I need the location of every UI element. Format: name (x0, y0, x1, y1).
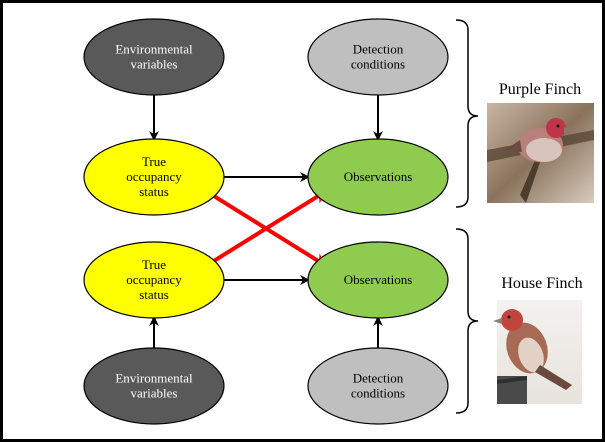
purple-finch-brace (455, 19, 479, 208)
occupancy-status-node-bottom-label: status (139, 287, 169, 302)
observations-node-bottom: Observations (307, 241, 449, 319)
detection-conditions-node-top-shape (307, 18, 449, 96)
detection-conditions-node-bottom-label: conditions (351, 386, 405, 401)
purple-finch-photo (487, 103, 594, 203)
environmental-variables-node-bottom-shape (83, 347, 225, 425)
detection-conditions-node-bottom-shape (307, 347, 449, 425)
occupancy-status-node-bottom-label: occupancy (126, 272, 182, 287)
occupancy-status-node-top-label: status (139, 184, 169, 199)
house-finch-label: House Finch (501, 275, 582, 292)
environmental-variables-node-top-shape (83, 18, 225, 96)
observations-node-top-label: Observations (344, 169, 413, 184)
environmental-variables-node-bottom-label: Environmental (115, 371, 193, 386)
detection-conditions-node-top-label: conditions (351, 57, 405, 72)
occupancy-status-node-top-label: True (142, 154, 166, 169)
observations-node-bottom-label: Observations (344, 272, 413, 287)
environmental-variables-node-bottom-label: variables (131, 386, 178, 401)
observations-node-top-shape (307, 138, 449, 216)
occupancy-status-node-bottom-shape (83, 241, 225, 319)
occupancy-status-node-top-shape (83, 138, 225, 216)
house-finch-photo (493, 300, 582, 404)
house-finch-brace (455, 228, 479, 414)
observations-node-bottom-shape (307, 241, 449, 319)
detection-conditions-node-top-label: Detection (353, 42, 404, 57)
node-layer: EnvironmentalvariablesDetectioncondition… (83, 18, 449, 425)
occupancy-status-node-bottom-label: True (142, 257, 166, 272)
purple-finch-label: Purple Finch (499, 81, 581, 98)
edge-layer (149, 95, 383, 348)
cross-species-arrow-occ_bottom-to-obs_top (205, 190, 327, 267)
detection-conditions-node-bottom-label: Detection (353, 371, 404, 386)
environmental-variables-node-top-label: variables (131, 57, 178, 72)
observations-node-top: Observations (307, 138, 449, 216)
occupancy-status-node-top-label: occupancy (126, 169, 182, 184)
environmental-variables-node-top-label: Environmental (115, 42, 193, 57)
